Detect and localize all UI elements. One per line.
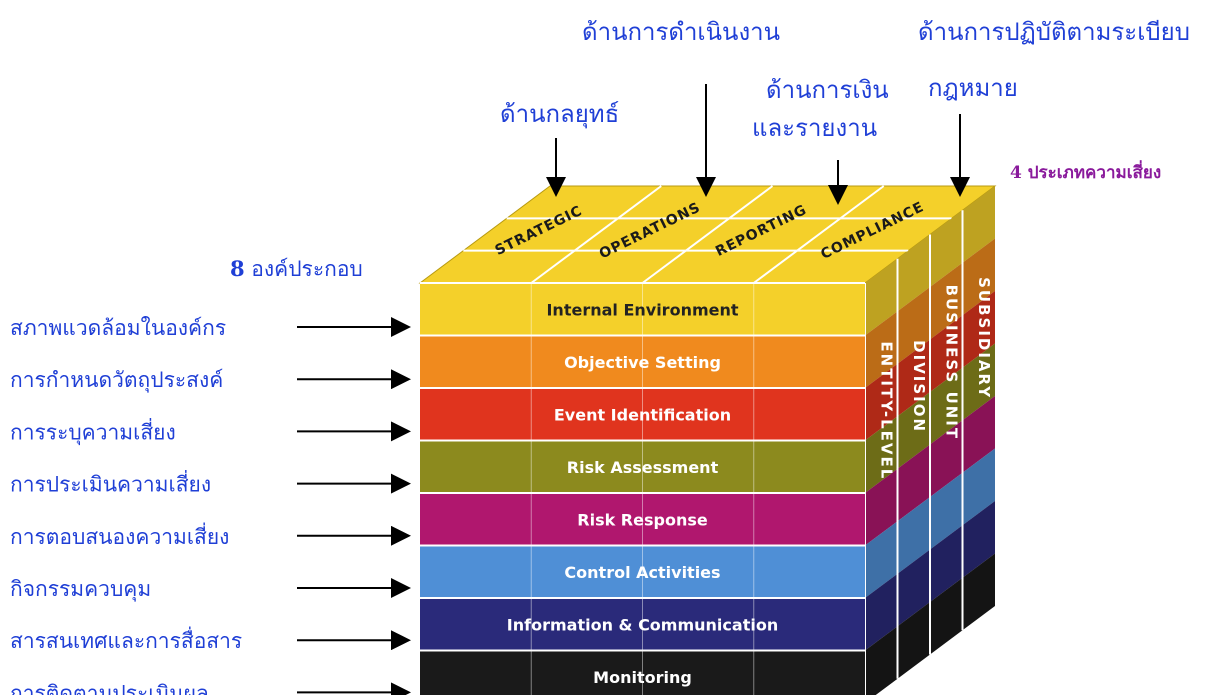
front-band [420, 545, 865, 598]
category-arrows [546, 84, 970, 205]
category-labels: ด้านกลยุทธ์ ด้านการดำเนินงานด้านการเงินแล… [500, 18, 1190, 142]
front-band [420, 493, 865, 546]
component-label: การกำหนดวัตถุประสงค์ [10, 368, 223, 393]
components-header-number: 8 [230, 256, 245, 281]
front-band-label: Objective Setting [564, 353, 721, 372]
top-grid-line [641, 185, 774, 284]
front-band [420, 283, 865, 336]
side-face-label: ENTITY-LEVEL [877, 341, 895, 480]
components-header-text: องค์ประกอบ [245, 257, 363, 281]
front-band [420, 335, 865, 388]
front-band-label: Risk Assessment [567, 458, 719, 477]
front-band-label: Internal Environment [546, 300, 738, 319]
components-header: 8 องค์ประกอบ [230, 256, 363, 281]
top-grid-line [753, 185, 885, 284]
front-band-label: Event Identification [554, 405, 731, 424]
side-face-label: DIVISION [910, 340, 928, 433]
component-label: สารสนเทศและการสื่อสาร [10, 626, 242, 653]
component-label: การระบุความเสี่ยง [10, 417, 176, 445]
category-label: ด้านการดำเนินงาน [582, 18, 780, 46]
category-label: กฎหมาย [928, 74, 1018, 102]
top-grid-line [530, 185, 662, 284]
front-band [420, 650, 865, 695]
front-band-label: Risk Response [577, 510, 708, 529]
front-band-label: Control Activities [564, 563, 720, 582]
category-label: ด้านการเงิน [766, 76, 889, 104]
front-band [420, 388, 865, 441]
front-band-label: Information & Communication [507, 615, 778, 634]
component-labels: สภาพแวดล้อมในองค์กรการกำหนดวัตถุประสงค์ก… [10, 316, 411, 695]
component-label: การตอบสนองความเสี่ยง [10, 522, 229, 549]
category-label: ด้านกลยุทธ์ [500, 100, 619, 129]
component-label: สภาพแวดล้อมในองค์กร [10, 316, 226, 340]
front-band-label: Monitoring [593, 668, 692, 687]
categories-header: 4 ประเภทความเสี่ยง [1010, 160, 1161, 183]
category-label: และรายงาน [752, 114, 877, 142]
category-label: ด้านการปฏิบัติตามระเบียบ [918, 18, 1190, 46]
side-face-label: BUSINESS UNIT [942, 285, 960, 441]
component-label: กิจกรรมควบคุม [10, 577, 151, 602]
component-label: การติดตามประเมินผล [10, 681, 209, 695]
component-label: การประเมินความเสี่ยง [10, 470, 211, 497]
side-face-label: SUBSIDIARY [975, 277, 993, 399]
front-band [420, 440, 865, 493]
front-band [420, 598, 865, 651]
